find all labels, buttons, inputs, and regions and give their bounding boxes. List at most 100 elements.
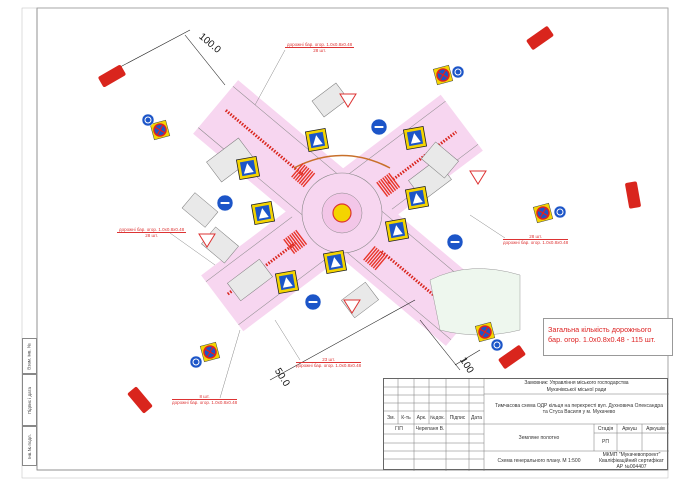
sheets-label: Аркушів bbox=[646, 425, 665, 432]
sign-glyph bbox=[243, 163, 254, 174]
crosswalk-stripe bbox=[298, 169, 312, 185]
sign-glyph bbox=[374, 126, 384, 128]
note-line: Загальна кількість дорожнього bbox=[548, 325, 652, 334]
no-parking-sign-icon bbox=[474, 321, 496, 343]
sign-glyph bbox=[192, 358, 200, 366]
building bbox=[311, 82, 349, 118]
role: ГІП bbox=[395, 426, 403, 432]
organization: МКМП "Мукачевопроект"Кваліфікаційний сер… bbox=[599, 452, 664, 470]
crosswalk-stripe bbox=[287, 235, 300, 251]
building bbox=[206, 137, 254, 183]
drawing-name: Схема генерального плану. М 1:500 bbox=[497, 458, 581, 464]
crosswalk-stripe bbox=[289, 234, 302, 250]
leader-line bbox=[219, 329, 241, 399]
column-header: Підпис bbox=[449, 415, 466, 421]
warning-board-icon bbox=[127, 387, 153, 413]
warning-board-icon bbox=[98, 65, 126, 87]
crosswalk-stripe bbox=[388, 172, 401, 188]
roads-layer bbox=[104, 29, 521, 399]
crosswalk-stripe bbox=[386, 174, 399, 190]
crosswalk bbox=[283, 229, 308, 255]
crosswalk-stripe bbox=[382, 177, 395, 193]
pedestrian-crossing-sign-icon bbox=[274, 269, 300, 295]
green-area bbox=[429, 268, 521, 336]
customer: Замовник: Управління міського господарст… bbox=[524, 380, 629, 386]
blue-circle-sign-icon bbox=[370, 118, 388, 136]
crosswalk-stripe bbox=[295, 229, 308, 245]
title-block-grid bbox=[384, 379, 669, 471]
crosswalk bbox=[291, 162, 316, 188]
signs-layer bbox=[98, 26, 641, 413]
building bbox=[181, 192, 219, 228]
crosswalk-stripe bbox=[370, 252, 384, 268]
pedestrian-crossing-sign-icon bbox=[235, 155, 261, 181]
barrier-label: 23 шт.дорожні бар. огор. 1.0х0.8х0.48 bbox=[296, 357, 362, 368]
sign-glyph bbox=[258, 208, 269, 219]
sign-face bbox=[189, 355, 203, 369]
crosswalk-stripe bbox=[372, 253, 386, 269]
side-stamp: Інв.№ подл. bbox=[22, 426, 37, 466]
crosswalk-stripe bbox=[294, 166, 308, 181]
sign-glyph bbox=[282, 277, 293, 288]
roundabout-sign-icon bbox=[451, 65, 465, 79]
no-parking-sign-icon bbox=[432, 64, 454, 86]
yield-sign-icon bbox=[469, 170, 487, 185]
sign-glyph bbox=[220, 202, 230, 204]
yield-sign-icon bbox=[198, 233, 216, 248]
barrier-label: 8 шт.дорожні бар. огор. 1.0х0.8х0.48 bbox=[172, 394, 238, 405]
arc-marking bbox=[293, 154, 391, 169]
pedestrian-crossing-sign-icon bbox=[404, 185, 430, 211]
sign-glyph bbox=[312, 135, 323, 146]
side-stamp: Взам. інв. № bbox=[22, 338, 37, 374]
sign-face bbox=[332, 203, 352, 223]
blue-circle-sign-icon bbox=[446, 233, 464, 251]
stage-label: Стадія bbox=[597, 425, 614, 432]
sheet-label: Аркуш bbox=[622, 425, 637, 432]
sign-glyph bbox=[450, 241, 460, 243]
sign-glyph bbox=[556, 208, 564, 216]
no-parking-sign-icon bbox=[199, 341, 221, 363]
project-title: Тимчасова схема ОДР кільця на перехресті… bbox=[495, 403, 663, 415]
column-header: К-ть bbox=[401, 415, 411, 421]
sign-glyph bbox=[154, 124, 166, 136]
sign-face bbox=[553, 205, 567, 219]
no-parking-sign-icon bbox=[532, 202, 554, 224]
crosswalk-stripe bbox=[380, 178, 393, 194]
crosswalk bbox=[363, 245, 388, 271]
crosswalk-stripe bbox=[300, 170, 314, 186]
crosswalk-stripe bbox=[368, 250, 382, 266]
roundabout-sign-icon bbox=[490, 338, 504, 352]
column-header: №док. bbox=[430, 415, 445, 421]
roundabout-sign-icon bbox=[189, 355, 203, 369]
sign-glyph bbox=[437, 69, 449, 81]
sign-glyph bbox=[204, 346, 216, 358]
pedestrian-crossing-sign-icon bbox=[384, 217, 410, 243]
sign-glyph bbox=[479, 326, 491, 338]
crosswalk-stripe bbox=[293, 231, 306, 247]
crosswalk-stripe bbox=[291, 162, 304, 178]
crosswalk-stripe bbox=[302, 172, 316, 188]
warning-board-icon bbox=[526, 26, 554, 50]
sheet-border bbox=[21, 7, 669, 479]
crosswalk-stripe bbox=[365, 247, 378, 263]
sign-glyph bbox=[537, 207, 549, 219]
crosswalk-stripe bbox=[376, 181, 389, 198]
sign-glyph bbox=[410, 133, 421, 144]
leader-line bbox=[169, 232, 216, 266]
column-header: Арк. bbox=[416, 415, 427, 421]
crosswalk-stripe bbox=[283, 238, 296, 255]
crosswalk-stripe bbox=[285, 237, 298, 253]
sign-glyph bbox=[412, 193, 423, 204]
pedestrian-crossing-sign-icon bbox=[250, 200, 276, 226]
blue-circle-sign-icon bbox=[216, 194, 234, 212]
leader-line bbox=[274, 319, 301, 361]
sign-face bbox=[451, 65, 465, 79]
crosswalk-stripe bbox=[296, 167, 310, 183]
pedestrian-crossing-sign-icon bbox=[402, 125, 428, 151]
column-header: Зм. bbox=[387, 415, 395, 421]
sign-glyph bbox=[144, 116, 152, 124]
sign-face bbox=[141, 113, 155, 127]
